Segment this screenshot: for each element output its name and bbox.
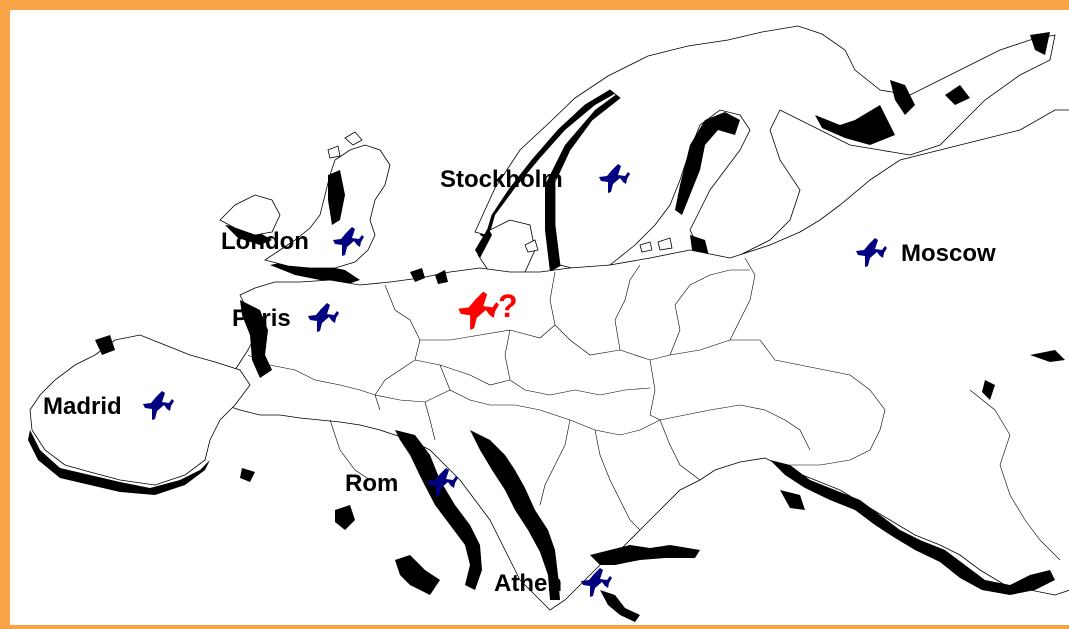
airplane-icon-madrid[interactable] [142, 389, 174, 421]
airplane-icon-rome[interactable] [426, 466, 458, 498]
black-sea-coast [770, 350, 1065, 595]
airplane-icon-unknown[interactable] [457, 289, 499, 331]
question-mark: ? [498, 288, 518, 324]
city-label-moscow: Moscow [901, 240, 996, 267]
islands [410, 237, 673, 284]
scandinavia [474, 25, 1056, 272]
greece [590, 545, 700, 622]
airplane-icon-athens[interactable] [580, 566, 612, 598]
city-label-paris: Paris [232, 305, 291, 332]
france-coast [240, 300, 272, 378]
airplane-icon-moscow[interactable] [855, 236, 887, 268]
country-borders [247, 257, 1061, 561]
city-label-london: London [221, 228, 309, 255]
airplane-icon-stockholm[interactable] [598, 162, 630, 194]
airplane-icon-london[interactable] [332, 225, 364, 257]
italy [335, 430, 560, 600]
city-label-madrid: Madrid [43, 393, 122, 420]
city-label-rome: Rom [345, 470, 399, 497]
airplane-icon-paris[interactable] [307, 301, 339, 333]
europe-map [28, 25, 1069, 622]
british-isles [219, 131, 391, 285]
city-label-stockholm: Stockholm [440, 166, 563, 193]
iberian-peninsula [28, 334, 255, 495]
city-label-athens: Athen [494, 570, 562, 597]
